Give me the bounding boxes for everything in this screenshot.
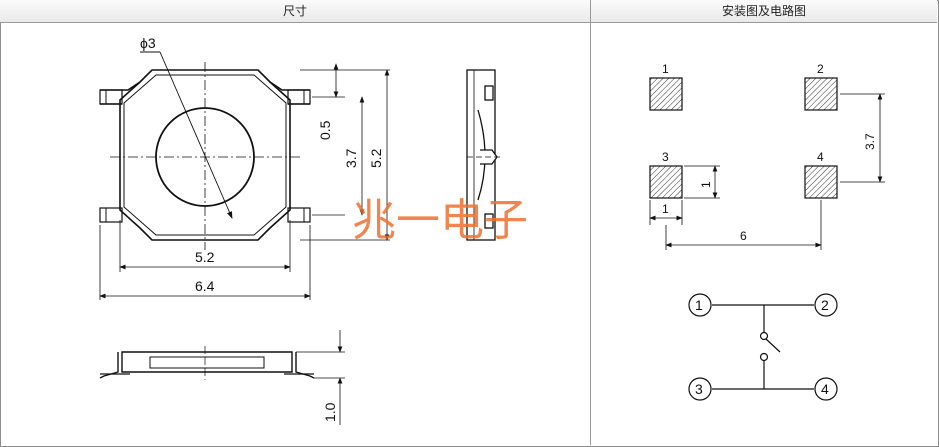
pad-width-label: 1 xyxy=(662,202,669,216)
dim-5-2-horizontal: 5.2 xyxy=(195,249,215,265)
dimensions-header: 尺寸 xyxy=(0,0,591,23)
pad-label-2: 2 xyxy=(817,62,824,76)
pad-label-3: 3 xyxy=(662,150,669,164)
front-view-dims xyxy=(296,330,345,425)
switch-schematic xyxy=(688,293,838,401)
pitch-horizontal-label: 6 xyxy=(740,229,747,243)
dim-5-2-vertical: 5.2 xyxy=(368,148,384,168)
pitch-vertical-label: 3.7 xyxy=(863,133,877,150)
terminal-4-label: 4 xyxy=(821,381,829,397)
terminal-1-label: 1 xyxy=(695,297,703,313)
pad-label-4: 4 xyxy=(817,150,824,164)
dim-0-5: 0.5 xyxy=(317,120,333,140)
terminal-2-label: 2 xyxy=(821,297,829,313)
dim-6-4: 6.4 xyxy=(195,278,215,294)
top-view-horizontal-dims xyxy=(99,220,311,300)
layout-header: 安装图及电路图 xyxy=(591,0,937,23)
top-view-vertical-dims xyxy=(300,63,390,241)
panel-divider xyxy=(590,0,591,445)
terminal-3-label: 3 xyxy=(695,381,703,397)
pad-label-1: 1 xyxy=(662,62,669,76)
front-view xyxy=(99,346,315,380)
dim-3-7-vertical: 3.7 xyxy=(343,148,359,168)
side-view xyxy=(466,69,500,241)
pad-layout-dims xyxy=(649,93,885,250)
pad-layout xyxy=(649,77,838,199)
top-view xyxy=(99,51,311,250)
watermark-text: 兆一电子 xyxy=(352,195,528,246)
pad-height-label: 1 xyxy=(699,181,713,188)
dim-1-0: 1.0 xyxy=(322,402,338,422)
phi-diameter-label: ϕ3 xyxy=(140,35,156,51)
